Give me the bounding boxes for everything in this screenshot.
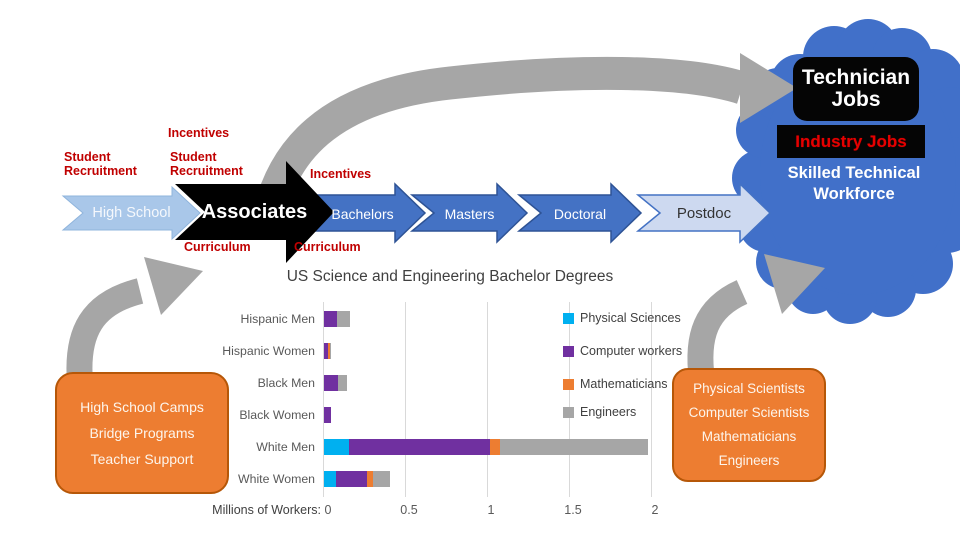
legend-label: Mathematicians — [580, 377, 668, 391]
chart-title: US Science and Engineering Bachelor Degr… — [286, 268, 614, 285]
bar-segment-engineers — [500, 439, 648, 455]
legend-swatch — [563, 406, 574, 418]
bar-segment-computer-workers — [324, 407, 331, 423]
right-box-line: Computer Scientists — [688, 405, 810, 420]
chart-category-label: White Men — [256, 440, 315, 454]
gray-curved-arrow-left — [66, 257, 203, 384]
bar-segment-physical-sciences — [324, 439, 349, 455]
chart-category-label: White Women — [238, 472, 315, 486]
chart-bar-row — [324, 375, 347, 391]
legend-label: Physical Sciences — [580, 311, 681, 325]
bar-segment-mathematicians — [367, 471, 373, 487]
legend-item: Computer workers — [563, 344, 682, 358]
chart-category-label: Hispanic Women — [222, 344, 315, 358]
chart-gridline — [323, 302, 324, 497]
chart-gridline — [405, 302, 406, 497]
annotation-student-recruitment-2: Student Recruitment — [170, 150, 243, 178]
stage-arrow-associates — [175, 161, 334, 263]
bar-segment-computer-workers — [324, 311, 337, 327]
stage-label-masters: Masters — [444, 206, 495, 222]
left-box-line: High School Camps — [80, 399, 204, 415]
stage-arrow-doctoral — [516, 182, 643, 244]
chart-category-label: Hispanic Men — [240, 312, 316, 326]
technician-jobs-box: Technician Jobs — [793, 57, 919, 121]
bar-segment-engineers — [338, 375, 347, 391]
chart-gridline — [569, 302, 570, 497]
technician-jobs-label: Technician Jobs — [801, 65, 911, 111]
left-box-line: Bridge Programs — [89, 425, 195, 441]
right-box-line: Physical Scientists — [693, 381, 805, 396]
x-axis-label: Millions of Workers: — [212, 503, 321, 517]
stage-label-postdoc: Postdoc — [676, 205, 732, 222]
legend-swatch — [563, 378, 574, 390]
chart-gridline — [487, 302, 488, 497]
stage-label-high-school: High School — [92, 205, 171, 221]
bar-segment-mathematicians — [328, 343, 330, 359]
legend-swatch — [563, 312, 574, 324]
legend-item: Mathematicians — [563, 377, 668, 391]
industry-jobs-label: Industry Jobs — [795, 131, 907, 151]
chart-category-label: Black Women — [239, 408, 315, 422]
legend-label: Engineers — [580, 405, 637, 419]
stage-arrow-postdoc — [635, 182, 772, 244]
legend-label: Computer workers — [580, 344, 683, 358]
chart-gridline — [651, 302, 652, 497]
annotation-curriculum-1: Curriculum — [184, 240, 251, 254]
bar-segment-engineers — [330, 343, 331, 359]
gray-curved-arrow-right — [687, 254, 825, 382]
chart-bar-row — [324, 343, 331, 359]
bar-segment-physical-sciences — [324, 471, 336, 487]
high-school-programs-box: High School Camps Bridge Programs Teache… — [55, 372, 229, 494]
bar-segment-mathematicians — [490, 439, 500, 455]
chart-bar-row — [324, 471, 390, 487]
stage-arrow-high-school — [61, 185, 201, 241]
right-box-line: Engineers — [718, 453, 780, 468]
bar-segment-computer-workers — [336, 471, 367, 487]
skilled-technical-workforce-label: Skilled Technical Workforce — [787, 164, 921, 203]
x-tick-label: 0 — [324, 503, 332, 517]
bar-segment-computer-workers — [324, 375, 338, 391]
x-tick-label: 1.5 — [564, 503, 582, 517]
bar-segment-engineers — [373, 471, 390, 487]
annotation-incentives-2: Incentives — [310, 167, 372, 181]
legend-item: Engineers — [563, 405, 636, 419]
annotation-student-recruitment-1: Student Recruitment — [64, 150, 137, 178]
annotation-incentives-1: Incentives — [168, 126, 230, 140]
stage-label-doctoral: Doctoral — [553, 206, 607, 222]
legend-item: Physical Sciences — [563, 311, 681, 325]
bar-segment-computer-workers — [349, 439, 490, 455]
legend-swatch — [563, 345, 574, 357]
chart-bar-row — [324, 311, 350, 327]
stage-label-associates: Associates — [201, 201, 308, 223]
bar-segment-engineers — [337, 311, 350, 327]
industry-jobs-box: Industry Jobs — [777, 125, 925, 158]
chart-bar-row — [324, 407, 331, 423]
x-tick-label: 1 — [487, 503, 495, 517]
annotation-curriculum-2: Curriculum — [294, 240, 361, 254]
chart-bar-row — [324, 439, 648, 455]
chart-category-label: Black Men — [257, 376, 315, 390]
stage-label-bachelors: Bachelors — [331, 206, 394, 222]
right-box-line: Mathematicians — [701, 429, 797, 444]
x-tick-label: 2 — [651, 503, 659, 517]
left-box-line: Teacher Support — [90, 451, 194, 467]
stem-occupations-box: Physical Scientists Computer Scientists … — [672, 368, 826, 482]
gray-curved-arrow-top — [249, 53, 797, 233]
stage-arrow-masters — [409, 182, 529, 244]
bar-segment-computer-workers — [324, 343, 328, 359]
x-tick-label: 0.5 — [400, 503, 418, 517]
